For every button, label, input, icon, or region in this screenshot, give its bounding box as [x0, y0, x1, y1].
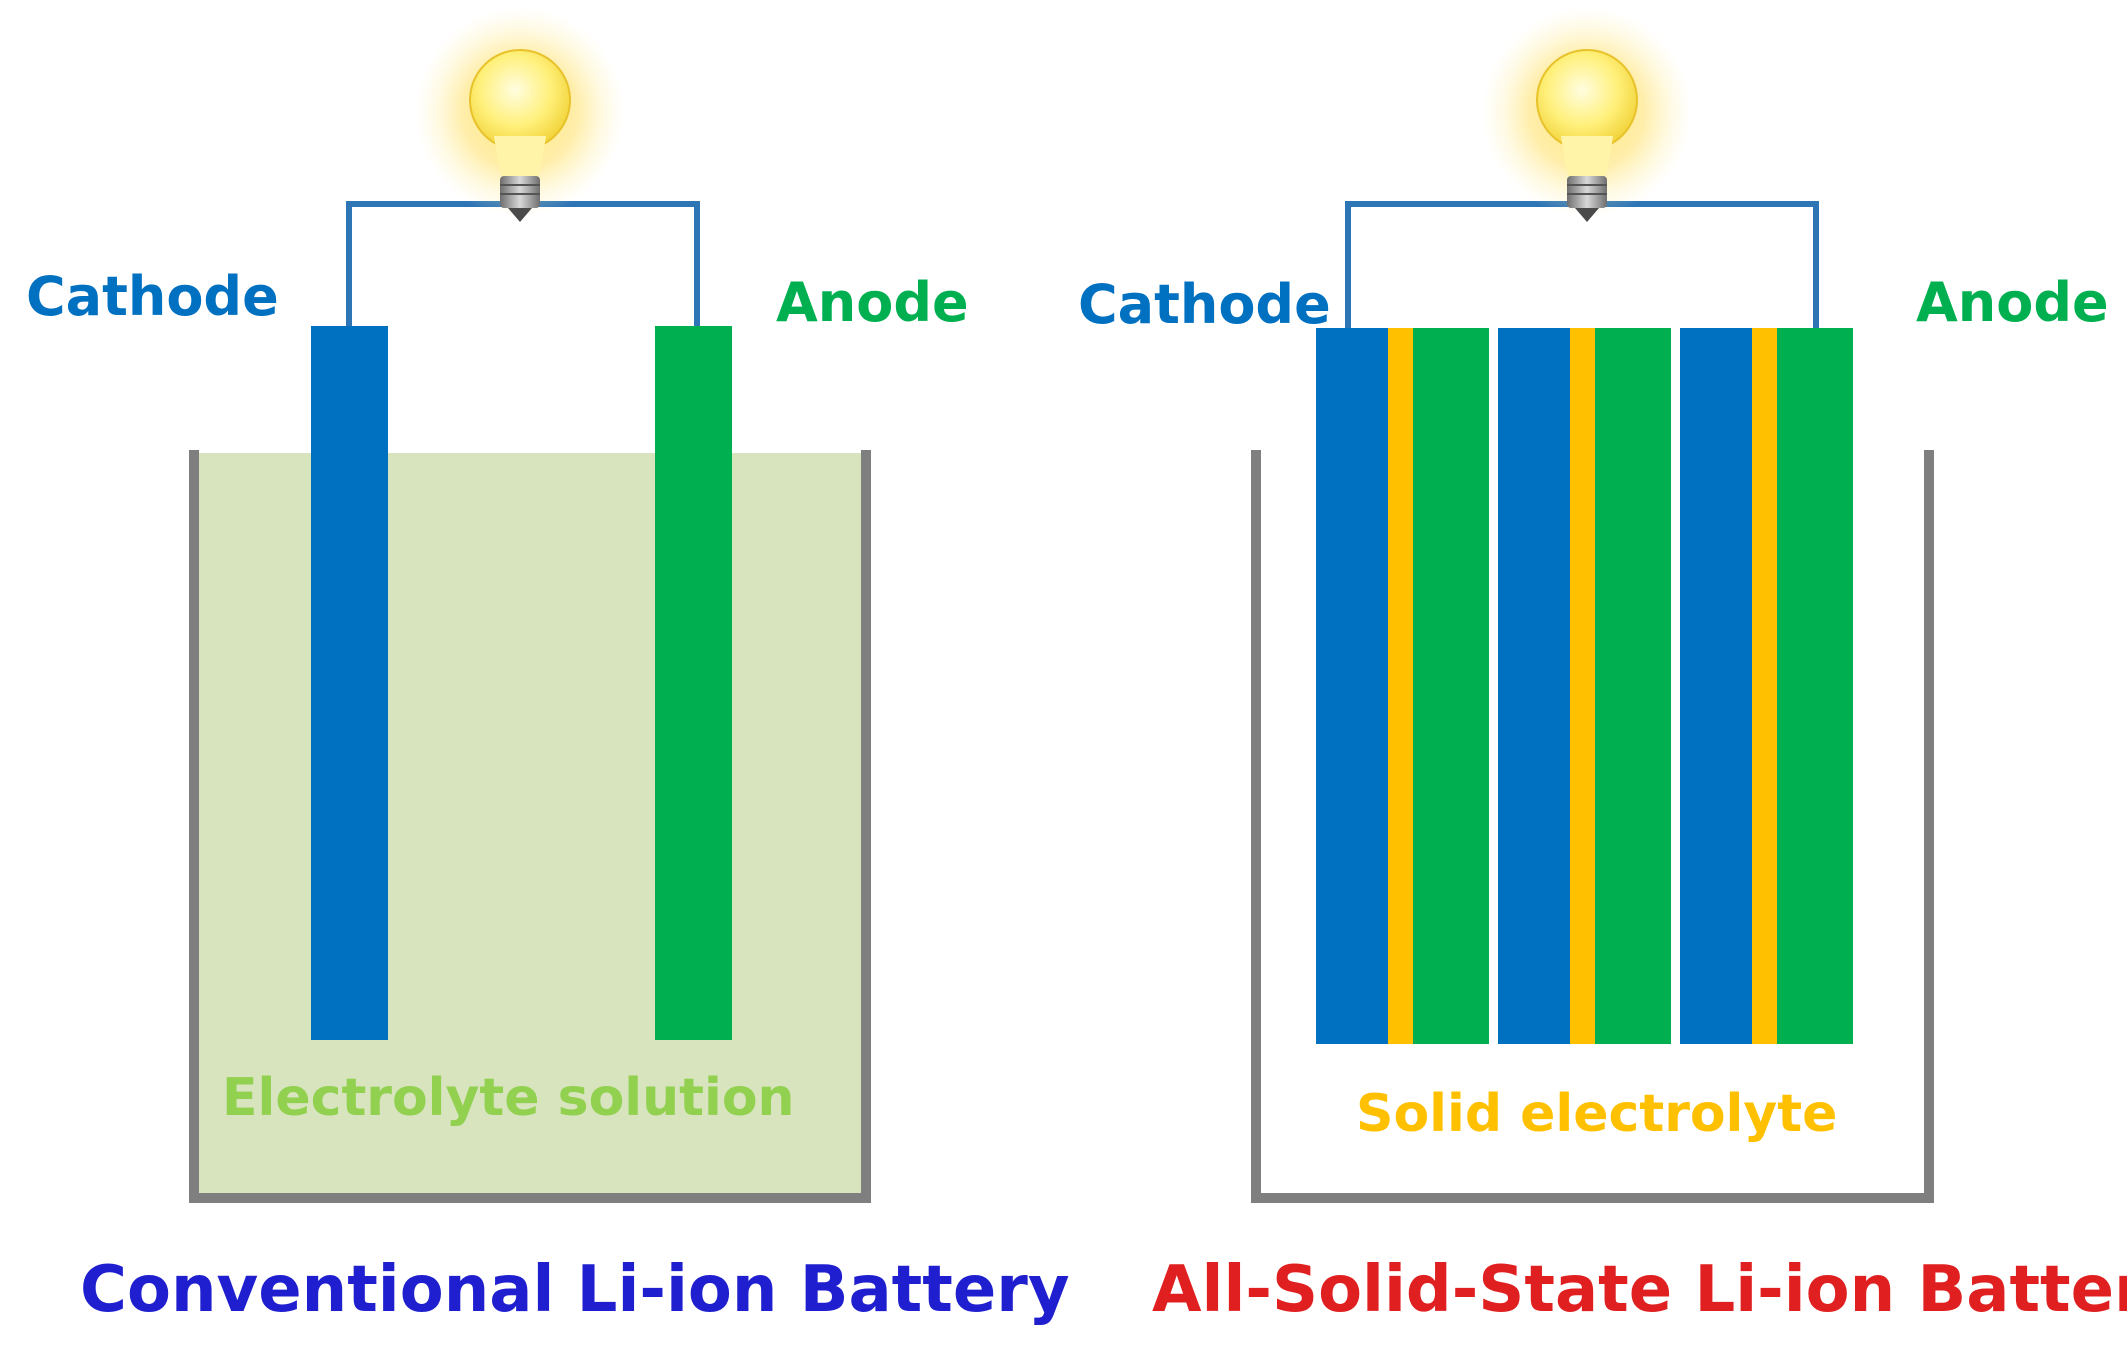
anode-layer: [1777, 328, 1853, 1044]
anode-layer: [1413, 328, 1489, 1044]
cathode-layer: [1498, 328, 1570, 1044]
cathode-layer: [1680, 328, 1752, 1044]
conventional-battery: [189, 7, 871, 1203]
electrolyte-solution-fill: [194, 453, 866, 1198]
right-anode-label: Anode: [1916, 271, 2109, 334]
solid-state-battery-title: All-Solid-State Li-ion Battery: [1152, 1253, 2127, 1327]
conventional-battery-title: Conventional Li-ion Battery: [80, 1253, 1070, 1327]
circuit-wire: [346, 201, 700, 330]
anode-electrode: [655, 326, 732, 1040]
cell-stack: [1316, 328, 1853, 1044]
solid-electrolyte-label: Solid electrolyte: [1356, 1084, 1838, 1144]
solid-state-battery: [1251, 7, 1934, 1203]
cathode-electrode: [311, 326, 388, 1040]
solid-electrolyte-layer: [1570, 328, 1595, 1044]
light-bulb-icon: [415, 7, 625, 222]
cathode-layer: [1316, 328, 1388, 1044]
left-anode-label: Anode: [776, 271, 969, 334]
right-cathode-label: Cathode: [1078, 273, 1331, 336]
circuit-wire: [1345, 201, 1819, 330]
left-cathode-label: Cathode: [26, 265, 279, 328]
container-wall: [1251, 450, 1934, 1203]
container-wall: [189, 450, 871, 1203]
light-bulb-icon: [1482, 7, 1692, 222]
electrolyte-solution-label: Electrolyte solution: [222, 1068, 795, 1128]
solid-electrolyte-layer: [1388, 328, 1413, 1044]
anode-layer: [1595, 328, 1671, 1044]
solid-electrolyte-layer: [1752, 328, 1777, 1044]
